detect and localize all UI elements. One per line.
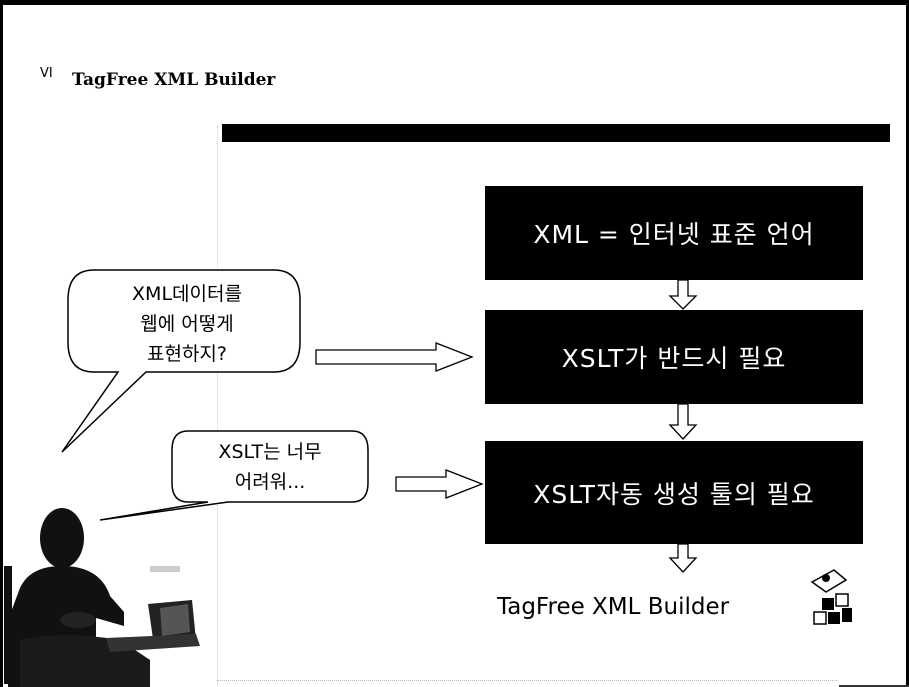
box-xslt-auto-tool-label: XSLT자동 생성 툴의 필요 — [533, 479, 815, 509]
person-with-laptop-icon — [4, 508, 200, 687]
result-label: TagFree XML Builder — [497, 594, 730, 620]
box-xslt-auto-tool: XSLT자동 생성 툴의 필요 — [485, 441, 863, 544]
section-number: VI — [40, 66, 53, 81]
frame-bottom-border — [839, 685, 909, 687]
frame-right-border — [906, 0, 909, 687]
box-xslt-required: XSLT가 반드시 필요 — [485, 310, 863, 404]
tagfree-logo-icon — [810, 569, 852, 625]
speech-bubble-1 — [61, 269, 301, 453]
frame-left-border — [0, 0, 3, 687]
bottom-divider — [217, 680, 837, 681]
bubble-1-line: 웹에 어떻게 — [140, 313, 234, 335]
slide-title: TagFree XML Builder — [72, 70, 276, 90]
arrow-down-2 — [668, 403, 698, 440]
bubble-1-line: XML데이터를 — [132, 283, 242, 305]
bubble-1-line: 표현하지? — [146, 343, 227, 365]
box-xml-standard-label: XML = 인터넷 표준 언어 — [533, 220, 815, 249]
arrow-right-1 — [315, 342, 474, 372]
box-xml-standard: XML = 인터넷 표준 언어 — [485, 186, 863, 280]
bubble-2-line: 어려워... — [234, 471, 306, 493]
speech-bubble-2 — [99, 430, 369, 521]
arrow-right-2 — [395, 469, 484, 499]
title-bar — [222, 124, 890, 142]
bubble-2-text: XSLT는 너무 어려워... — [172, 437, 368, 497]
arrow-down-1 — [668, 279, 698, 310]
vertical-divider — [217, 126, 218, 686]
arrow-down-3 — [668, 543, 698, 573]
bubble-1-text: XML데이터를 웹에 어떻게 표현하지? — [78, 279, 296, 369]
bubble-2-line: XSLT는 너무 — [218, 441, 322, 463]
frame-top-border — [0, 0, 909, 5]
box-xslt-required-label: XSLT가 반드시 필요 — [561, 344, 787, 373]
